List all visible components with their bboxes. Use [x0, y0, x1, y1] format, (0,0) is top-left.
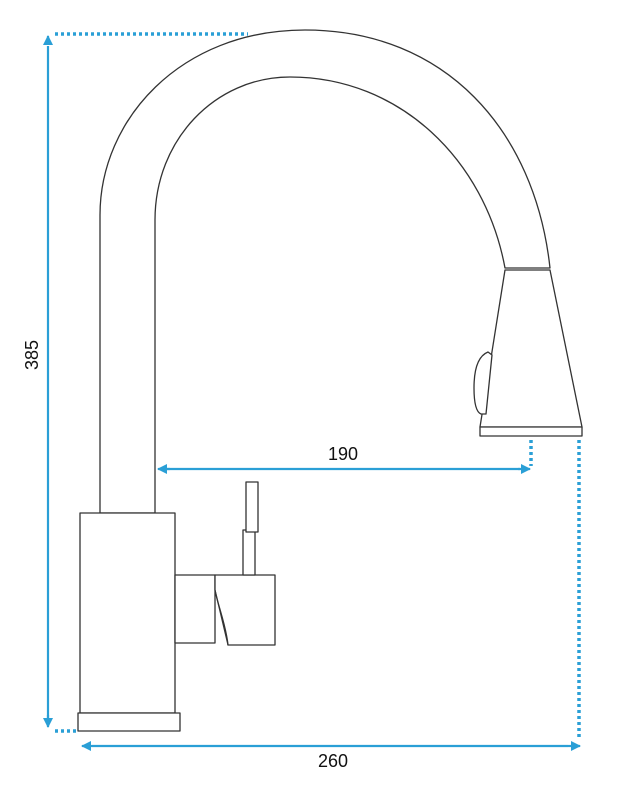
- handle-edge: [214, 589, 229, 646]
- base-plate: [77, 712, 181, 732]
- lever-stem: [242, 529, 256, 576]
- spray-button: [473, 351, 493, 415]
- width-dimension: 260: [81, 440, 581, 771]
- handle-connector: [174, 574, 216, 644]
- reach-label: 190: [328, 444, 358, 464]
- faucet-outline: [77, 29, 583, 732]
- width-label: 260: [318, 751, 348, 771]
- reach-dimension: 190: [157, 440, 533, 474]
- faucet-body: [79, 512, 176, 714]
- lever-top: [245, 481, 259, 533]
- handle-block: [214, 574, 276, 646]
- height-label: 385: [22, 340, 42, 370]
- spray-head-rim: [479, 426, 583, 437]
- height-dimension: 385: [22, 32, 248, 733]
- spout-gooseneck: [99, 29, 551, 514]
- spray-head: [479, 269, 583, 428]
